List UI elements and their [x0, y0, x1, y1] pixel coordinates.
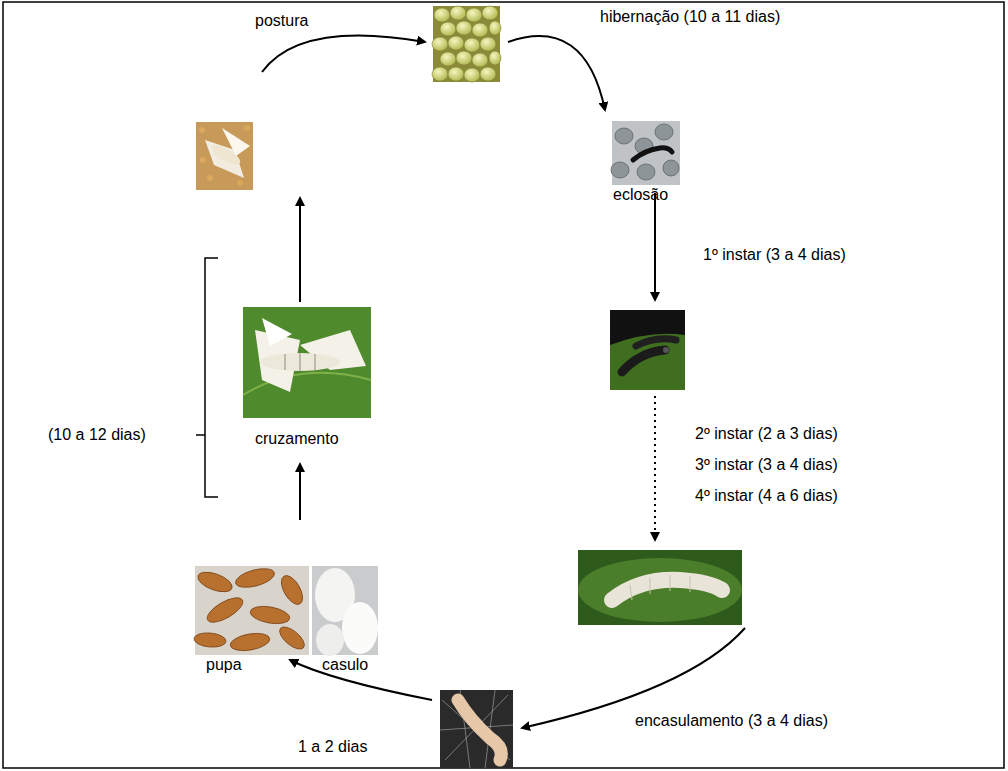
stage-label: 3º instar (3 a 4 dias) — [695, 456, 838, 474]
larva-photo — [578, 550, 742, 625]
laying-moths-photo — [196, 122, 253, 190]
cycle-arrows — [262, 35, 745, 728]
stage-label: 2º instar (2 a 3 dias) — [695, 425, 838, 443]
pupae-photo — [193, 565, 309, 655]
stage-label: 1º instar (3 a 4 dias) — [703, 246, 846, 264]
hatching-photo — [611, 121, 680, 185]
first-instar-photo — [610, 310, 685, 390]
stage-label: encasulamento (3 a 4 dias) — [635, 712, 828, 730]
stage-label: eclosão — [613, 186, 668, 204]
stage-label: casulo — [322, 656, 368, 674]
stage-label: pupa — [206, 656, 242, 674]
stage-label: 1 a 2 dias — [298, 738, 367, 756]
stage-label: postura — [255, 12, 308, 30]
spinning-photo — [440, 690, 513, 768]
stage-label: 4º instar (4 a 6 dias) — [695, 487, 838, 505]
eggs-photo — [432, 6, 501, 82]
cocoons-photo — [312, 566, 378, 656]
frame — [3, 2, 1004, 768]
duration-bracket — [196, 258, 218, 497]
stage-label: (10 a 12 dias) — [48, 426, 146, 444]
stage-label: hibernação (10 a 11 dias) — [600, 8, 780, 26]
stage-label: cruzamento — [255, 430, 339, 448]
mating-moths-photo — [243, 307, 371, 418]
